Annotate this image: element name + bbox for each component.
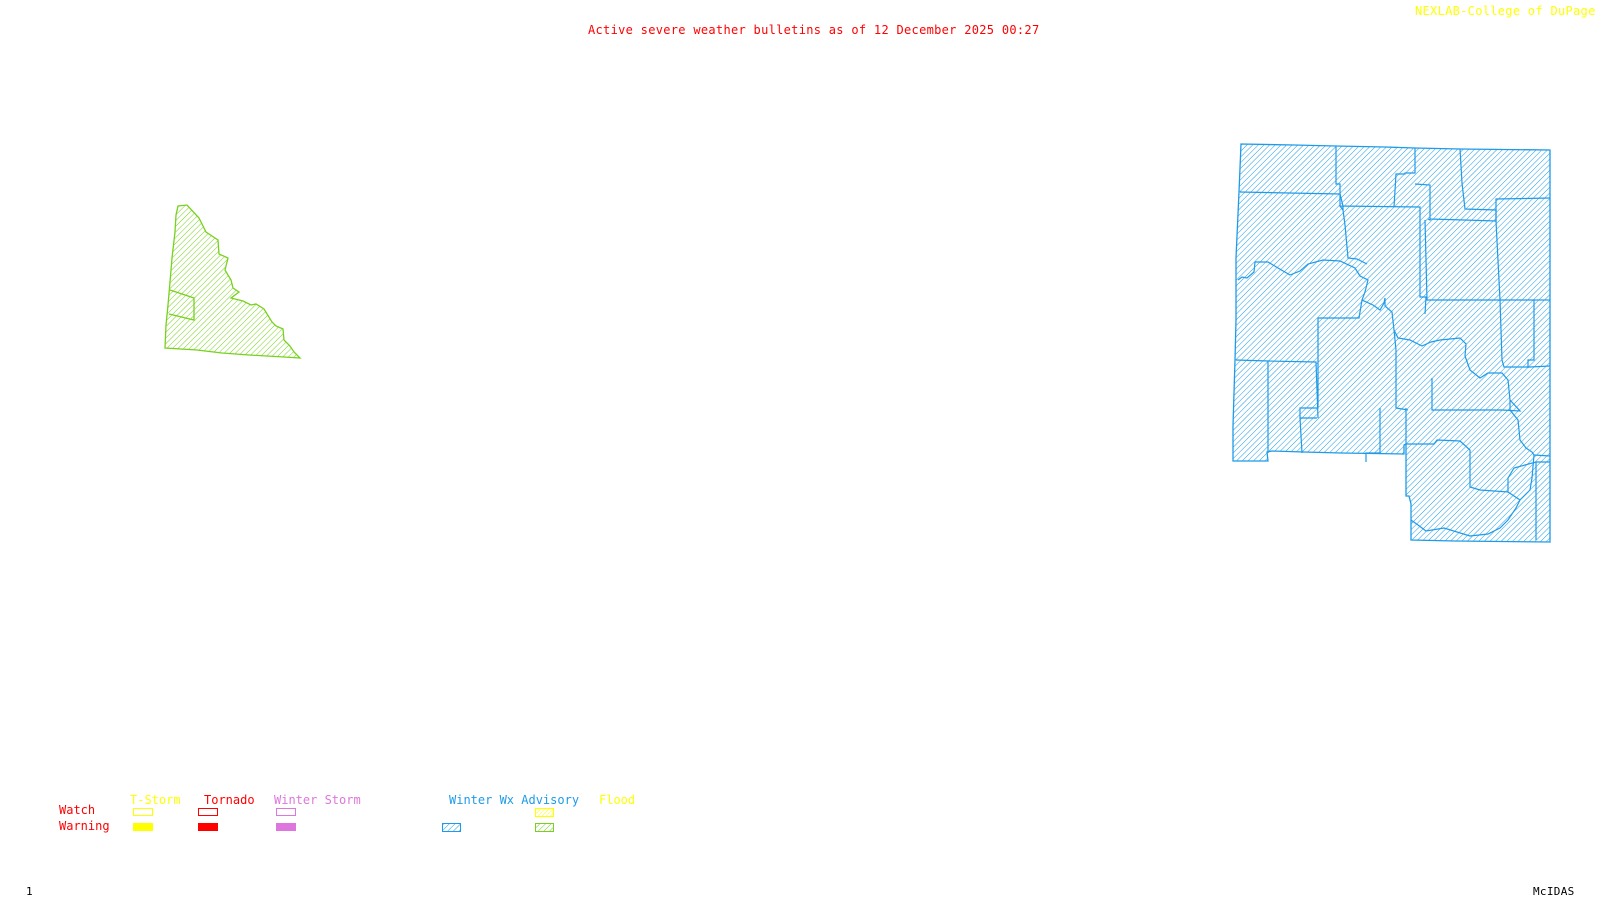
swatch-winter-storm-warning <box>276 823 296 831</box>
legend-col-tstorm: T-Storm <box>130 793 181 807</box>
swatch-flood-warning <box>535 823 554 832</box>
flood-warning-subarea <box>168 289 195 321</box>
winter-advisory-area <box>1232 143 1551 543</box>
legend-row-warning: Warning <box>59 819 110 833</box>
flood-warning-area <box>164 204 302 359</box>
legend-col-flood: Flood <box>599 793 636 807</box>
swatch-tornado-warning <box>198 823 218 831</box>
legend-row-watch: Watch <box>59 803 96 817</box>
credit-label: NEXLAB-College of DuPage ⇱ <box>1415 4 1600 18</box>
legend-col-tornado: Tornado <box>204 793 255 807</box>
swatch-tstorm-warning <box>133 823 153 831</box>
swatch-flood-watch <box>535 808 554 817</box>
bulletin-title: Active severe weather bulletins as of 12… <box>588 23 1040 37</box>
page-number: 1 <box>26 885 33 898</box>
legend-col-winter-storm: Winter Storm <box>274 793 361 807</box>
flood-warning-polygon <box>164 204 302 359</box>
credit-text: NEXLAB-College of DuPage <box>1415 4 1596 18</box>
county-borders <box>1235 146 1551 540</box>
software-label: McIDAS <box>1533 885 1575 898</box>
legend-col-winter-wx-advisory: Winter Wx Advisory <box>449 793 580 807</box>
swatch-tstorm-watch <box>133 808 153 816</box>
swatch-winter-advisory-warning <box>442 823 461 832</box>
swatch-winter-storm-watch <box>276 808 296 816</box>
swatch-tornado-watch <box>198 808 218 816</box>
